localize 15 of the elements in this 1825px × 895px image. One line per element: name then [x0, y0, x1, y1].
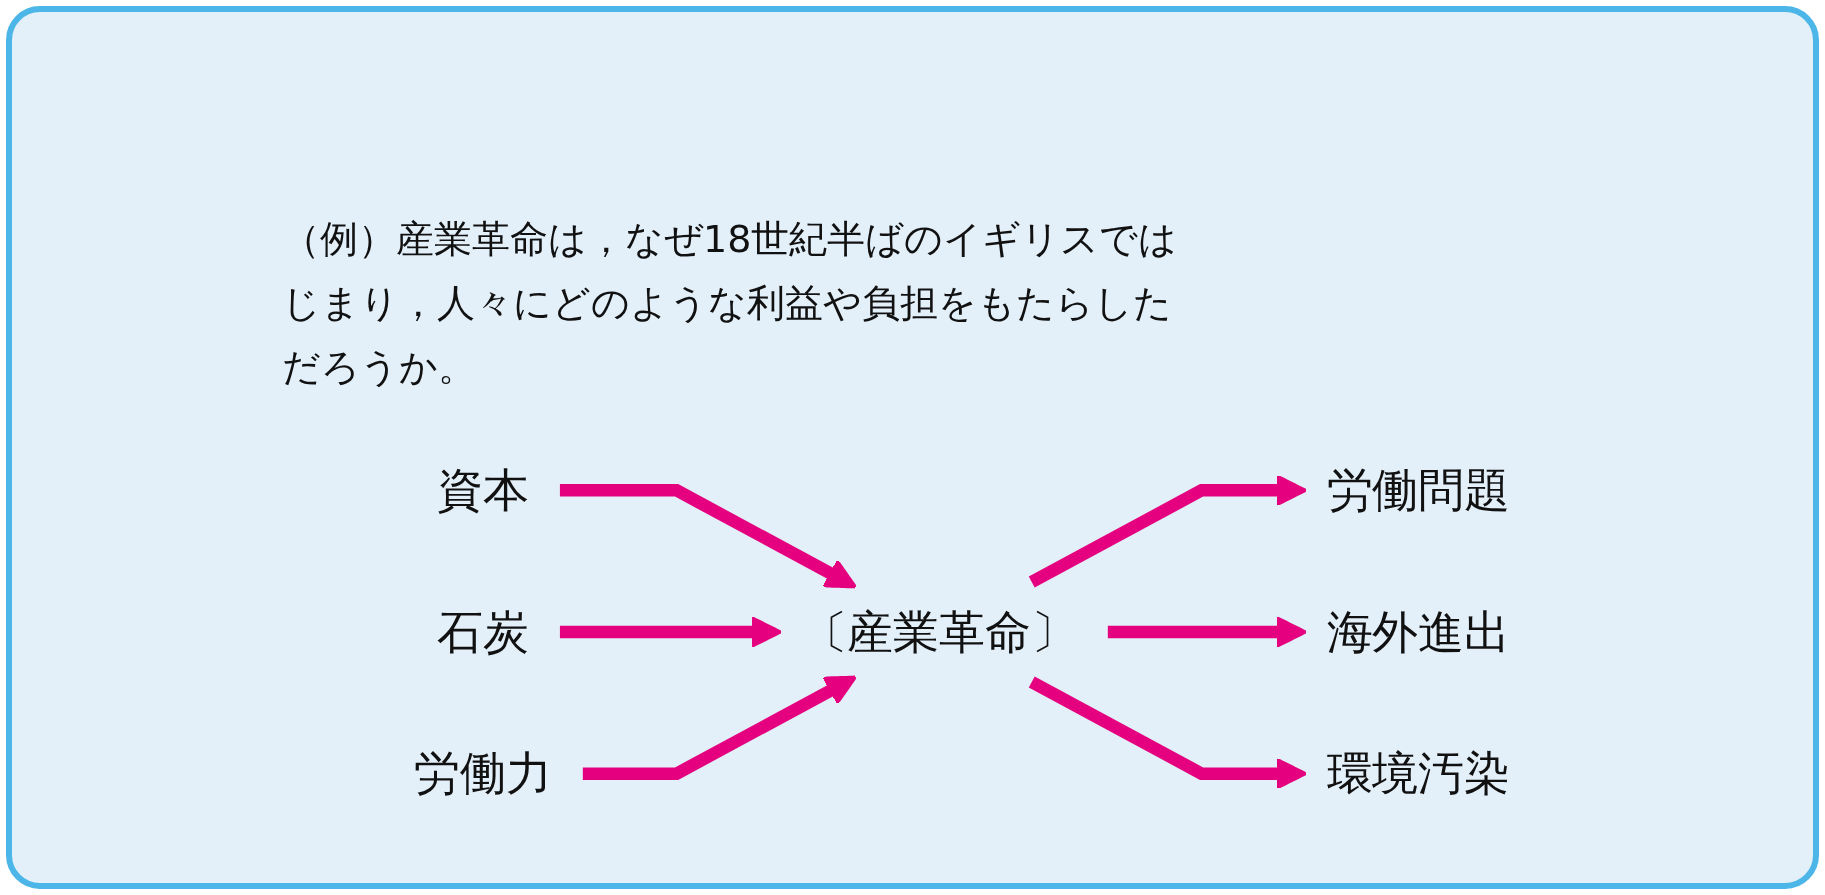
node-text: 海外進出 — [1326, 604, 1510, 659]
arrow — [1028, 676, 1308, 790]
node-text: 環境汚染 — [1326, 746, 1510, 800]
node-text: 労働問題 — [1326, 463, 1510, 517]
question-text: （例）産業革命は，なぜ18世紀半ばのイギリスではじまり，人々にどのような利益や負担をもたらしただろうか。 — [282, 216, 1179, 391]
node-text: 資本 — [437, 463, 529, 517]
node-text: 労働力 — [414, 746, 552, 800]
node-text: 石炭 — [437, 604, 529, 659]
arrow — [1028, 474, 1308, 588]
arrow — [559, 484, 858, 589]
arrow — [1107, 615, 1308, 649]
arrow — [582, 675, 858, 780]
arrow — [559, 615, 783, 649]
card-background: （例）産業革命は，なぜ18世紀半ばのイギリスではじまり，人々にどのような利益や負担をもたらしただろうか。 資本 石炭 労働力 〔産業革命〕 労働問題 海外進出 環境汚染 — [6, 6, 1819, 889]
node-text: 〔産業革命〕 — [801, 604, 1077, 659]
